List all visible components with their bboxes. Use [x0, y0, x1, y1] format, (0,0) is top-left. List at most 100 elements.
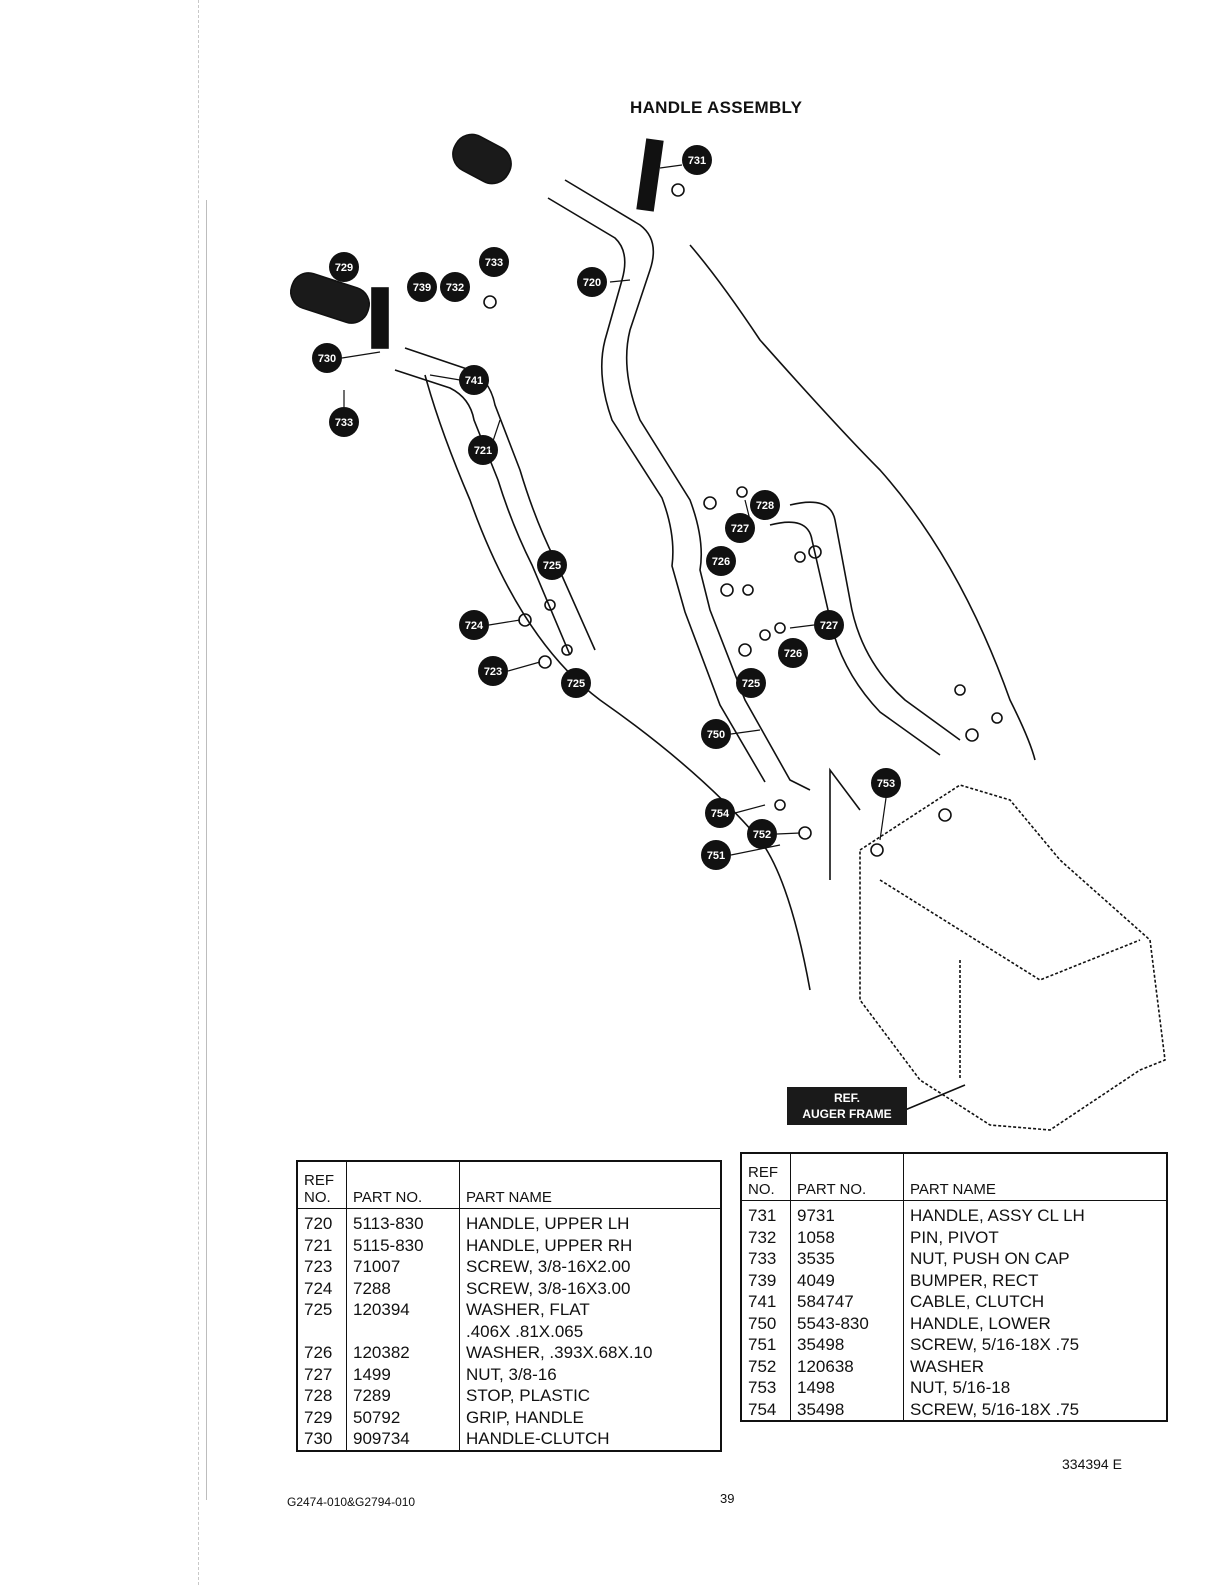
clutch-cable-left — [424, 374, 811, 991]
ref-no-cell: 750 — [740, 1312, 791, 1334]
svg-text:751: 751 — [707, 850, 725, 862]
ref-no-cell: 727 — [296, 1363, 347, 1385]
svg-text:728: 728 — [756, 500, 774, 512]
ref-no-cell: 739 — [740, 1269, 791, 1291]
part-name-cell: SCREW, 5/16-18X .75 — [903, 1398, 1168, 1421]
upper-handle-lh — [564, 179, 811, 791]
svg-text:750: 750 — [707, 729, 725, 741]
header-part-name: PART NAME — [459, 1161, 722, 1209]
part-name-cell: WASHER — [903, 1355, 1168, 1377]
ref-no-cell: 723 — [296, 1256, 347, 1278]
callout-750: 750 — [701, 719, 731, 749]
callout-723: 723 — [478, 656, 508, 686]
ref-no-cell: 732 — [740, 1226, 791, 1248]
callout-728: 728 — [750, 490, 780, 520]
callout-753: 753 — [871, 768, 901, 798]
svg-text:739: 739 — [413, 282, 431, 294]
clutch-lever-730 — [371, 287, 389, 349]
part-name-cell: SCREW, 5/16-18X .75 — [903, 1334, 1168, 1356]
upper-handle-rh-inner — [394, 369, 571, 656]
part-no-cell: 7288 — [346, 1277, 460, 1299]
part-name-cell: SCREW, 3/8-16X2.00 — [459, 1256, 722, 1278]
ref-no-cell: 731 — [740, 1200, 791, 1227]
svg-text:723: 723 — [484, 666, 502, 678]
callout-726-bottom: 726 — [778, 638, 808, 668]
part-no-cell: 4049 — [790, 1269, 904, 1291]
clutch-cable-right — [689, 244, 1036, 761]
part-no-cell: 9731 — [790, 1200, 904, 1227]
clutch-lever-731 — [636, 138, 664, 212]
svg-text:726: 726 — [712, 556, 730, 568]
part-name-cell: HANDLE-CLUTCH — [459, 1428, 722, 1451]
svg-text:753: 753 — [877, 778, 895, 790]
ref-no-cell: 726 — [296, 1342, 347, 1364]
svg-text:720: 720 — [583, 277, 601, 289]
ref-no-cell: 753 — [740, 1377, 791, 1399]
part-no-cell: 71007 — [346, 1256, 460, 1278]
auger-frame — [859, 784, 1166, 1131]
callout-725-b: 725 — [561, 668, 591, 698]
callout-733-top: 733 — [479, 247, 509, 277]
svg-text:754: 754 — [711, 808, 730, 820]
ref-no-cell: 721 — [296, 1234, 347, 1256]
part-name-cell: NUT, PUSH ON CAP — [903, 1248, 1168, 1270]
callout-720: 720 — [577, 267, 607, 297]
page-title: HANDLE ASSEMBLY — [630, 98, 803, 117]
callout-725-a: 725 — [537, 550, 567, 580]
ref-no-cell: 751 — [740, 1334, 791, 1356]
grip-lower — [290, 272, 370, 324]
part-name-cell: HANDLE, LOWER — [903, 1312, 1168, 1334]
callout-732: 732 — [440, 272, 470, 302]
svg-text:732: 732 — [446, 282, 464, 294]
part-no-cell: 584747 — [790, 1291, 904, 1313]
svg-text:729: 729 — [335, 262, 353, 274]
ref-no-cell: 754 — [740, 1398, 791, 1421]
callout-730: 730 — [312, 343, 342, 373]
ref-no-cell: 728 — [296, 1385, 347, 1407]
ref-no-cell: 733 — [740, 1248, 791, 1270]
part-no-cell: 120382 — [346, 1342, 460, 1364]
callouts: 731 729 739 732 733 720 730 741 733 721 … — [312, 145, 901, 870]
binding-margin-line — [198, 0, 200, 1585]
callout-751: 751 — [701, 840, 731, 870]
callout-725-c: 725 — [736, 668, 766, 698]
upper-handle-rh — [404, 347, 596, 651]
part-no-cell: 35498 — [790, 1334, 904, 1356]
part-name-cell: WASHER, FLAT.406X .81X.065 — [459, 1299, 722, 1342]
ref-no-cell: 729 — [296, 1406, 347, 1428]
svg-text:726: 726 — [784, 648, 802, 660]
part-no-cell: 909734 — [346, 1428, 460, 1451]
part-no-cell: 120638 — [790, 1355, 904, 1377]
callout-741: 741 — [459, 365, 489, 395]
part-name-cell: NUT, 5/16-18 — [903, 1377, 1168, 1399]
doc-code: 334394 E — [1062, 1456, 1122, 1472]
callout-731: 731 — [682, 145, 712, 175]
part-name-cell: NUT, 3/8-16 — [459, 1363, 722, 1385]
part-name-cell: WASHER, .393X.68X.10 — [459, 1342, 722, 1364]
part-no-cell: 1498 — [790, 1377, 904, 1399]
callout-727-bottom: 727 — [814, 610, 844, 640]
part-no-cell: 50792 — [346, 1406, 460, 1428]
ref-auger-frame-label: REF. AUGER FRAME — [787, 1087, 907, 1125]
part-name-cell: PIN, PIVOT — [903, 1226, 1168, 1248]
svg-text:727: 727 — [731, 523, 749, 535]
ref-no-cell: 724 — [296, 1277, 347, 1299]
callout-726-top: 726 — [706, 546, 736, 576]
svg-text:725: 725 — [567, 678, 585, 690]
model-numbers: G2474-010&G2794-010 — [287, 1495, 416, 1509]
part-name-cell: GRIP, HANDLE — [459, 1406, 722, 1428]
svg-text:733: 733 — [335, 417, 353, 429]
